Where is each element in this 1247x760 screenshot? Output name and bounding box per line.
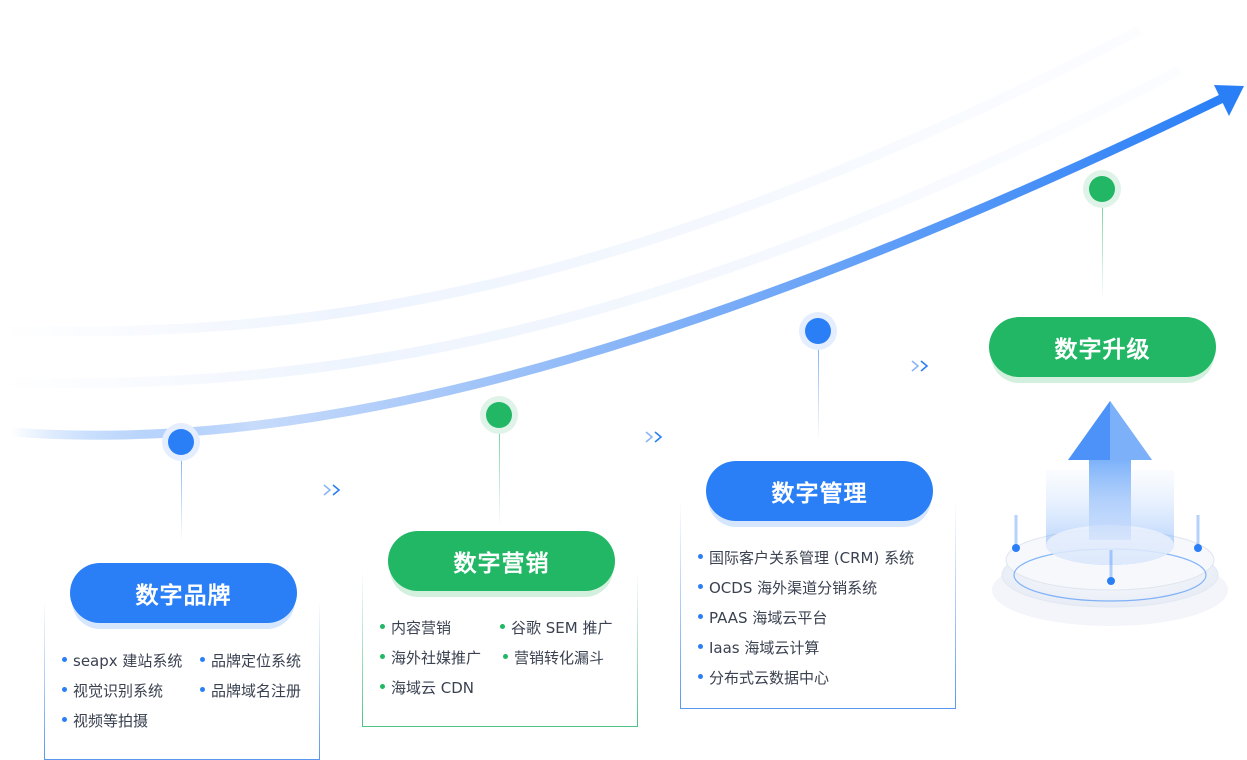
stage-node-3 — [799, 312, 837, 350]
stage-card-brand — [44, 600, 320, 760]
upgrade-arrow-platform-icon — [992, 401, 1228, 626]
list-item: PAAS 海域云平台 — [698, 608, 827, 628]
list-item: 国际客户关系管理 (CRM) 系统 — [698, 548, 914, 568]
list-item: 海外社媒推广 — [380, 648, 481, 668]
stage-title-brand: 数字品牌 — [70, 563, 297, 623]
list-item: 海域云 CDN — [380, 678, 474, 698]
stage-title-marketing: 数字营销 — [388, 531, 615, 591]
stage-title-management: 数字管理 — [706, 461, 933, 521]
list-item: 营销转化漏斗 — [503, 648, 604, 668]
stage-node-2 — [480, 396, 518, 434]
list-item: 品牌域名注册 — [200, 681, 301, 701]
main-growth-curve — [5, 92, 1230, 440]
list-item: 分布式云数据中心 — [698, 668, 829, 688]
curve-arrowhead-icon — [1214, 85, 1244, 116]
list-item: OCDS 海外渠道分销系统 — [698, 578, 877, 598]
list-item: 内容营销 — [380, 618, 451, 638]
stage-node-1 — [162, 423, 200, 461]
list-item: 视频等拍摄 — [62, 711, 148, 731]
double-chevron-right-icon — [645, 431, 663, 443]
double-chevron-right-icon — [323, 484, 341, 496]
list-item: 品牌定位系统 — [200, 651, 301, 671]
list-item: seapx 建站系统 — [62, 651, 182, 671]
stage-card-management — [680, 500, 956, 709]
list-item: 视觉识别系统 — [62, 681, 163, 701]
stage-card-marketing — [362, 570, 638, 727]
double-chevron-right-icon — [911, 360, 929, 372]
list-item: Iaas 海域云计算 — [698, 638, 819, 658]
stage-node-4 — [1083, 170, 1121, 208]
stage-title-upgrade: 数字升级 — [989, 317, 1216, 377]
list-item: 谷歌 SEM 推广 — [500, 618, 612, 638]
